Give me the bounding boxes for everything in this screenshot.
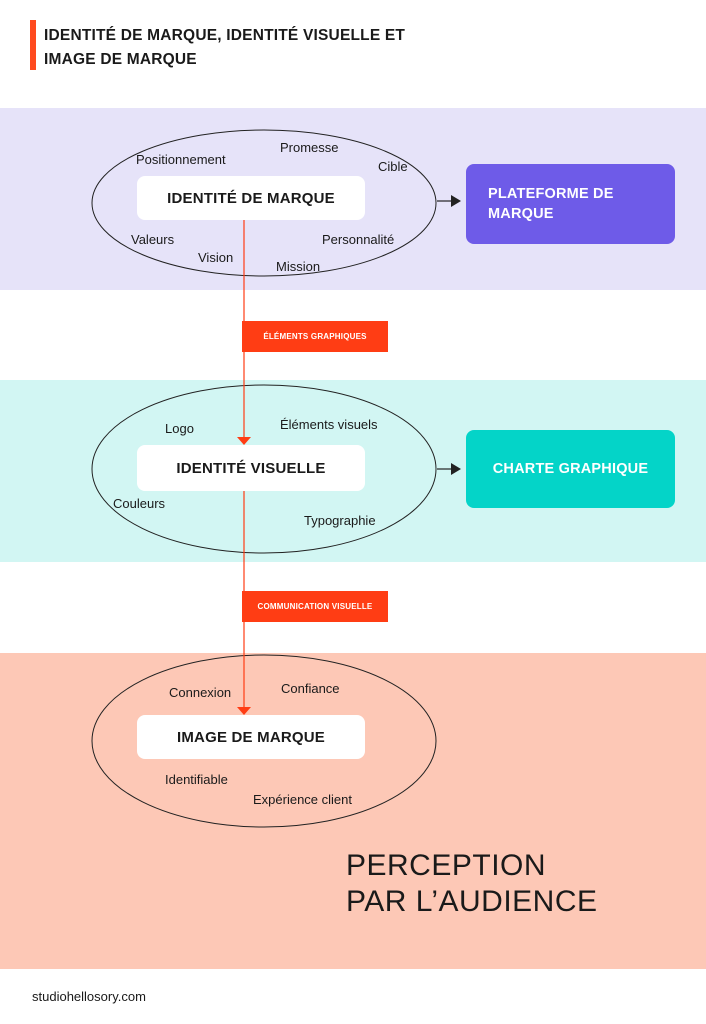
word-positionnement: Positionnement bbox=[136, 152, 226, 167]
perception-line-2: PAR L’AUDIENCE bbox=[346, 885, 598, 918]
word-elements-visuels: Éléments visuels bbox=[280, 417, 378, 432]
word-couleurs: Couleurs bbox=[113, 496, 166, 511]
footer-website: studiohellosory.com bbox=[32, 989, 146, 1004]
tag-elements-graphiques: ÉLÉMENTS GRAPHIQUES bbox=[242, 321, 388, 352]
ellipse-brand-image bbox=[91, 654, 437, 828]
perception-heading: PERCEPTION PAR L’AUDIENCE bbox=[346, 848, 666, 920]
word-confiance: Confiance bbox=[281, 681, 340, 696]
side-arrowhead-2 bbox=[451, 463, 461, 475]
word-promesse: Promesse bbox=[280, 140, 339, 155]
word-logo: Logo bbox=[165, 421, 194, 436]
tag-communication-visuelle: COMMUNICATION VISUELLE bbox=[242, 591, 388, 622]
word-mission: Mission bbox=[276, 259, 321, 274]
box-brand-identity: IDENTITÉ DE MARQUE bbox=[137, 176, 365, 220]
box-brand-image: IMAGE DE MARQUE bbox=[137, 715, 365, 759]
perception-line-1: PERCEPTION bbox=[346, 849, 547, 882]
band-brand-image bbox=[0, 653, 706, 969]
side-arrowhead-1 bbox=[451, 195, 461, 207]
box-visual-identity: IDENTITÉ VISUELLE bbox=[137, 445, 365, 491]
word-cible: Cible bbox=[378, 159, 408, 174]
box-charte-graphique: CHARTE GRAPHIQUE bbox=[466, 430, 675, 508]
word-identifiable: Identifiable bbox=[165, 772, 228, 787]
connector-arrowhead-2 bbox=[237, 707, 251, 715]
ellipse-visual-identity bbox=[91, 384, 437, 554]
title-accent-bar bbox=[30, 20, 36, 70]
title-line-2: IMAGE DE MARQUE bbox=[44, 51, 197, 68]
word-valeurs: Valeurs bbox=[131, 232, 175, 247]
box-plateforme-de-marque: PLATEFORME DE MARQUE bbox=[466, 164, 675, 244]
page-title: IDENTITÉ DE MARQUE, IDENTITÉ VISUELLE ET… bbox=[44, 24, 464, 72]
ellipse-brand-identity bbox=[91, 129, 437, 277]
title-line-1: IDENTITÉ DE MARQUE, IDENTITÉ VISUELLE ET bbox=[44, 27, 406, 44]
word-connexion: Connexion bbox=[169, 685, 232, 700]
word-vision: Vision bbox=[198, 250, 234, 265]
word-experience-client: Expérience client bbox=[253, 792, 352, 807]
word-typographie: Typographie bbox=[304, 513, 376, 528]
connector-arrowhead-1 bbox=[237, 437, 251, 445]
word-personnalite: Personnalité bbox=[322, 232, 395, 247]
